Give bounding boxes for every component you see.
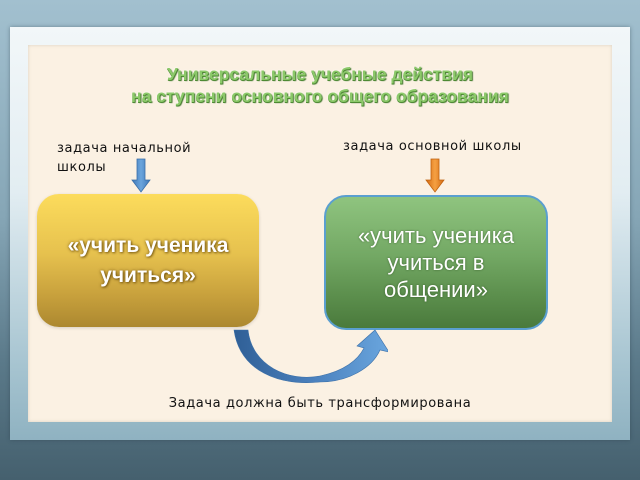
transition-caption: Задача должна быть трансформирована [168,396,472,411]
title-line-2: на ступени основного общего образования [131,86,509,106]
slide-title: Универсальные учебные действия на ступен… [0,63,640,107]
primary-label-line-1: задача начальной [57,141,192,156]
basic-task-box: «учить ученика учиться в общении» [324,195,548,330]
basic-task-line-2: учиться в [387,250,485,275]
primary-task-line-2: учиться» [100,263,196,287]
primary-label-line-2: школы [57,160,107,175]
basic-task-line-3: общении» [384,277,488,302]
primary-school-label: задача начальной школы [57,139,191,177]
curved-arrow-icon [233,329,388,383]
primary-task-box: «учить ученика учиться» [37,194,259,327]
basic-school-label: задача основной школы [343,139,522,154]
down-arrow-orange-icon [425,158,445,193]
down-arrow-icon [131,158,151,193]
primary-task-line-1: «учить ученика [67,233,229,257]
basic-task-line-1: «учить ученика [357,223,515,248]
title-line-1: Универсальные учебные действия [166,64,474,84]
